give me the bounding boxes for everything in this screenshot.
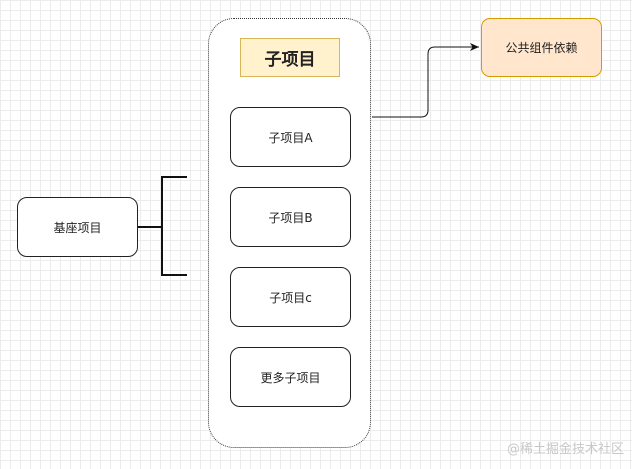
group-title-label: 子项目 xyxy=(264,50,316,70)
subprojects-group-title: 子项目 xyxy=(240,38,340,77)
base-project-label: 基座项目 xyxy=(53,220,102,235)
subproject-a-node: 子项目A xyxy=(230,107,351,167)
subproject-c-node: 子项目c xyxy=(230,267,351,327)
dependency-arrow xyxy=(372,43,479,118)
children-bracket xyxy=(161,176,187,276)
more-subprojects-node: 更多子项目 xyxy=(230,347,351,407)
more-subprojects-label: 更多子项目 xyxy=(260,370,321,385)
subproject-b-node: 子项目B xyxy=(230,187,351,247)
common-dependency-node: 公共组件依赖 xyxy=(481,18,602,77)
watermark: @稀土掘金技术社区 xyxy=(506,442,624,457)
base-project-node: 基座项目 xyxy=(17,197,138,257)
subproject-c-label: 子项目c xyxy=(269,290,312,305)
subproject-b-label: 子项目B xyxy=(268,210,313,225)
subproject-a-label: 子项目A xyxy=(268,130,313,145)
common-dependency-label: 公共组件依赖 xyxy=(505,41,578,55)
